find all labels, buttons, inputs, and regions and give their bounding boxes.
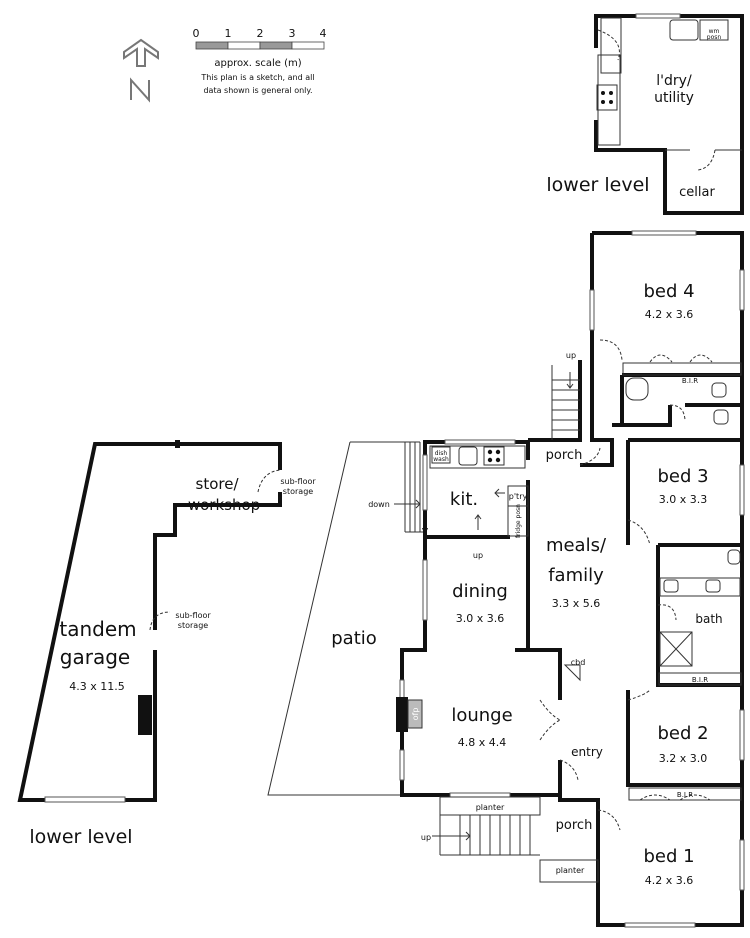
scale-label: approx. scale (m) xyxy=(214,58,301,69)
subfloor-label: storage xyxy=(283,487,313,496)
room-label-lounge: lounge xyxy=(451,705,512,726)
cbd-label: cbd xyxy=(571,658,586,667)
room-label-bed2: bed 2 xyxy=(657,723,708,744)
cooktop-icon xyxy=(596,84,618,111)
room-dim-lounge: 4.8 x 4.4 xyxy=(458,736,507,749)
bir-label: B.I.R xyxy=(692,676,708,684)
fridge-label: fridge posn xyxy=(515,504,522,538)
ofp-label: ofp xyxy=(411,708,420,721)
room-label-bed3: bed 3 xyxy=(657,466,708,487)
room-label-store: workshop xyxy=(188,496,260,514)
subfloor-label: sub-floor xyxy=(175,611,211,620)
room-label-meals: meals/ xyxy=(546,535,607,556)
room-label-cellar: cellar xyxy=(679,185,715,200)
room-dim-garage: 4.3 x 11.5 xyxy=(69,680,125,693)
scale-tick: 2 xyxy=(257,27,264,40)
room-label-kitchen: kit. xyxy=(450,489,478,510)
pantry-label: p'try xyxy=(509,492,528,501)
bir-label: B.I.R xyxy=(677,791,693,799)
room-label-store: store/ xyxy=(196,475,240,493)
room-label-porch: porch xyxy=(556,818,593,833)
scale-tick: 3 xyxy=(289,27,296,40)
room-dim-bed1: 4.2 x 3.6 xyxy=(645,874,694,887)
room-dim-meals: 3.3 x 5.6 xyxy=(552,597,601,610)
subfloor-label: storage xyxy=(178,621,208,630)
subfloor-label: sub-floor xyxy=(280,477,316,486)
north-arrow-icon xyxy=(123,38,159,103)
down-label: down xyxy=(368,500,390,509)
stairs-patio xyxy=(404,442,424,533)
room-label-bed4: bed 4 xyxy=(643,281,694,302)
up-label: up xyxy=(473,551,483,560)
scale-tick: 1 xyxy=(225,27,232,40)
level-label: lower level xyxy=(546,174,649,196)
up-label: up xyxy=(566,351,576,360)
level-label: lower level xyxy=(29,826,132,848)
room-label-garage: garage xyxy=(60,645,130,669)
garage-walls xyxy=(17,440,282,803)
room-label-bed1: bed 1 xyxy=(643,846,694,867)
room-dim-dining: 3.0 x 3.6 xyxy=(456,612,505,625)
shower-icon xyxy=(659,631,693,667)
scale-tick: 4 xyxy=(320,27,327,40)
scale-tick: 0 xyxy=(193,27,200,40)
wm-label: wm xyxy=(709,28,720,35)
room-label-entry: entry xyxy=(571,745,603,759)
patio-outline xyxy=(267,441,420,796)
room-label-laundry: l'dry/ xyxy=(656,73,692,89)
dishwash-label: wash xyxy=(433,456,449,463)
up-label: up xyxy=(421,833,431,842)
room-label-dining: dining xyxy=(452,581,508,602)
disclaimer: This plan is a sketch, and all xyxy=(200,73,314,82)
room-label-bath: bath xyxy=(695,612,722,626)
room-label-porch: porch xyxy=(546,448,583,463)
planter-label: planter xyxy=(556,866,585,875)
room-label-garage: tandem xyxy=(59,617,136,641)
dishwasher-icon xyxy=(431,446,451,464)
laundry-walls xyxy=(594,13,744,215)
room-dim-bed4: 4.2 x 3.6 xyxy=(645,308,694,321)
disclaimer: data shown is general only. xyxy=(203,86,312,95)
dishwash-label: dish xyxy=(435,450,448,457)
room-dim-bed3: 3.0 x 3.3 xyxy=(659,493,708,506)
sink-icon xyxy=(458,446,478,466)
room-label-patio: patio xyxy=(331,628,377,649)
planter-label: planter xyxy=(476,803,505,812)
bir-label: B.I.R xyxy=(682,377,698,385)
wm-label: posn xyxy=(707,34,722,41)
room-label-meals: family xyxy=(548,565,604,586)
scale-bar xyxy=(195,41,325,50)
house-walls xyxy=(396,230,745,928)
cooktop-icon xyxy=(483,446,505,466)
room-label-laundry: utility xyxy=(654,90,694,106)
room-dim-bed2: 3.2 x 3.0 xyxy=(659,752,708,765)
